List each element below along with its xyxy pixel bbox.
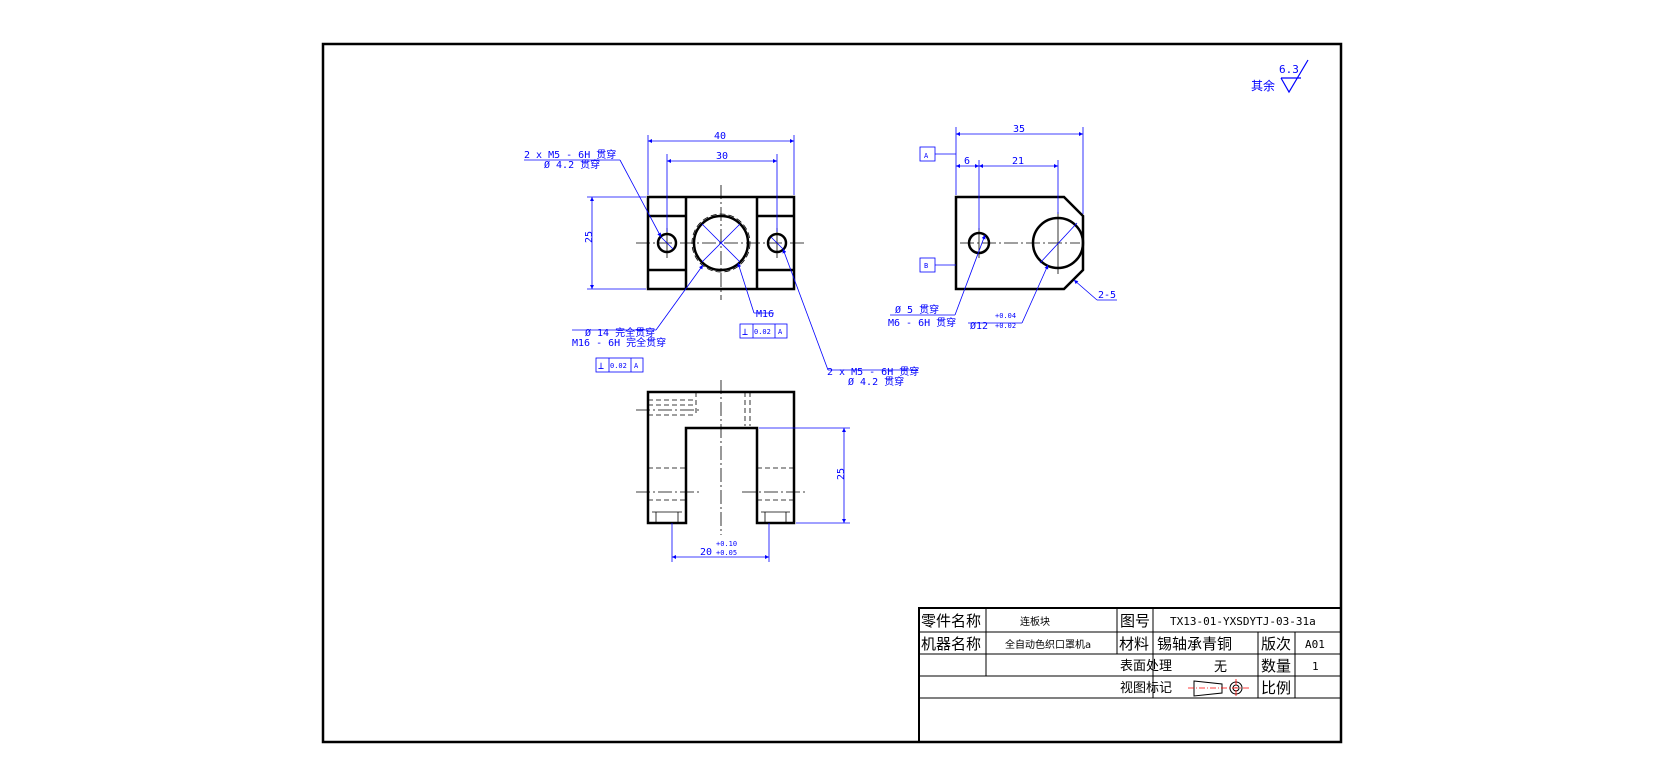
- machine-name-label: 机器名称: [921, 635, 981, 653]
- tol-value: 0.02: [754, 328, 771, 336]
- side-view: A B 35 6 21 2-5 Ø 5 贯穿 M6 - 6H 贯穿 Ø12 +0…: [888, 124, 1117, 332]
- datum-b: B: [924, 262, 928, 270]
- dim-hole-spacing: 30: [716, 151, 728, 162]
- version-value: A01: [1305, 638, 1325, 651]
- note-bottom-right-line1: 2 x M5 - 6H 贯穿: [827, 365, 919, 378]
- drawing-no-label: 图号: [1120, 612, 1150, 630]
- dim-left-offset: 6: [964, 156, 970, 167]
- big-hole-tol-upper: +0.04: [995, 312, 1016, 320]
- part-name-label: 零件名称: [921, 612, 981, 630]
- part-name-value: 连板块: [1020, 615, 1050, 628]
- dim-center-offset: 21: [1012, 156, 1024, 167]
- scale-label: 比例: [1261, 679, 1291, 697]
- note-center-line1: Ø 14 完全贯穿: [585, 326, 655, 339]
- chamfer-note: 2-5: [1098, 290, 1116, 301]
- roughness-value: 6.3: [1279, 63, 1299, 76]
- version-label: 版次: [1261, 635, 1291, 653]
- note-small-hole-line2: M6 - 6H 贯穿: [888, 316, 956, 329]
- tol-symbol: ⊥: [598, 361, 604, 372]
- sheet-border: [321, 42, 1343, 744]
- tol-datum: A: [778, 328, 783, 336]
- big-hole-tol-lower: +0.02: [995, 322, 1016, 330]
- tolerance-frame-thread: ⊥ 0.02 A: [739, 323, 788, 339]
- front-view: 40 30 25 2 x M5 - 6H 贯穿 Ø 4.2 贯穿 Ø 14 完全…: [524, 131, 919, 388]
- tol-value: 0.02: [610, 362, 627, 370]
- projection-symbol-icon: [1188, 679, 1250, 697]
- dim-length: 35: [1013, 124, 1025, 135]
- dim-overall-width: 40: [714, 131, 726, 142]
- title-block: 零件名称 连板块 图号 TX13-01-YXSDYTJ-03-31a 机器名称 …: [918, 607, 1342, 743]
- material-label: 材料: [1119, 635, 1149, 653]
- note-small-hole-line1: Ø 5 贯穿: [895, 303, 939, 316]
- note-bottom-right-line2: Ø 4.2 贯穿: [848, 375, 904, 388]
- drawing-no-value: TX13-01-YXSDYTJ-03-31a: [1170, 615, 1316, 628]
- note-top-left-line2: Ø 4.2 贯穿: [544, 158, 600, 171]
- datum-a: A: [924, 152, 929, 160]
- dim-depth: 25: [836, 468, 847, 480]
- tol-symbol: ⊥: [742, 327, 748, 338]
- surface-value: 无: [1214, 660, 1227, 675]
- note-big-hole: Ø12: [970, 320, 988, 332]
- note-top-left-line1: 2 x M5 - 6H 贯穿: [524, 148, 616, 161]
- roughness-prefix: 其余: [1251, 78, 1275, 93]
- roughness-symbol: 其余 6.3: [1251, 59, 1309, 94]
- material-value: 锡轴承青铜: [1157, 635, 1232, 653]
- quantity-value: 1: [1312, 660, 1319, 673]
- note-center-line2: M16 - 6H 完全贯穿: [572, 336, 666, 349]
- dim-slot-width: 20: [700, 547, 712, 558]
- tol-datum: A: [634, 362, 639, 370]
- slot-tol-lower: +0.05: [716, 549, 737, 557]
- dim-height: 25: [584, 231, 595, 243]
- note-thread: M16: [756, 309, 774, 320]
- tolerance-frame-center: ⊥ 0.02 A: [595, 357, 644, 373]
- top-view: 20 +0.10 +0.05 25: [636, 380, 850, 562]
- surface-label: 表面处理: [1120, 659, 1172, 674]
- view-mark-label: 视图标记: [1120, 681, 1172, 696]
- slot-tol-upper: +0.10: [716, 540, 737, 548]
- machine-name-value: 全自动色织口罩机a: [1005, 638, 1091, 651]
- quantity-label: 数量: [1261, 657, 1291, 675]
